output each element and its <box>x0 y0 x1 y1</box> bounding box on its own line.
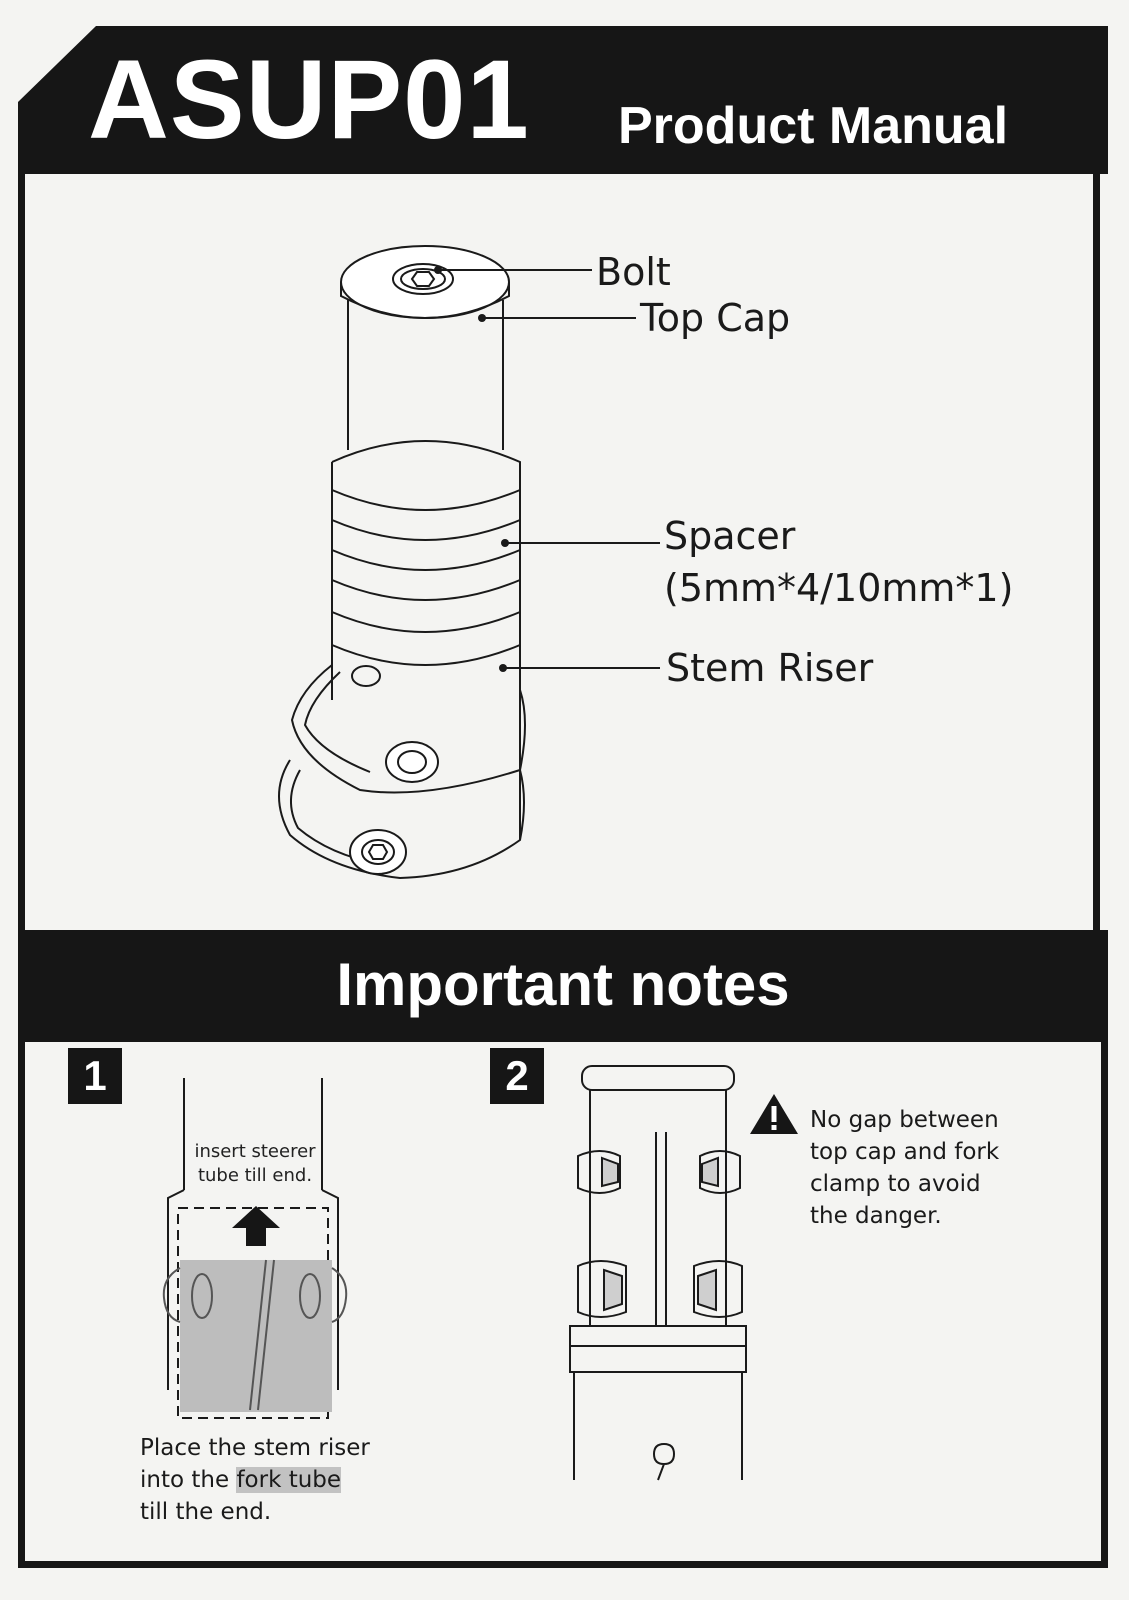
top-cap-rim <box>340 282 510 319</box>
model-number: ASUP01 <box>88 37 530 162</box>
bolt-head <box>392 263 454 295</box>
callout-spacer-spec: (5mm*4/10mm*1) <box>664 566 1014 610</box>
step-1-badge: 1 <box>68 1048 122 1104</box>
step-1-caption-line3: till the end. <box>140 1499 272 1525</box>
warning-triangle-icon <box>750 1094 798 1134</box>
callout-bolt: Bolt <box>596 250 671 294</box>
insert-arrow-icon <box>232 1206 280 1246</box>
important-notes-title: Important notes <box>336 951 790 1018</box>
warning-line-2: top cap and fork <box>810 1139 1000 1165</box>
step-2-top-cap <box>581 1065 735 1091</box>
step-1-diagram-label-line2: tube till end. <box>197 1165 313 1186</box>
step-1-diagram <box>162 1078 348 1419</box>
fork-tube-shading <box>180 1260 332 1412</box>
callout-stem-riser: Stem Riser <box>666 646 874 690</box>
bolt-hex <box>410 271 436 287</box>
important-notes-band: Important notes <box>18 930 1108 1042</box>
stem-riser-assembly-diagram <box>278 245 660 880</box>
step-1-caption-line1: Place the stem riser <box>140 1435 370 1461</box>
header-band <box>18 26 1108 174</box>
step-2-badge: 2 <box>490 1048 544 1104</box>
callout-spacer: Spacer <box>664 514 796 558</box>
step-1-caption-line2-pre: into the <box>140 1467 237 1493</box>
warning-line-3: clamp to avoid <box>810 1171 981 1197</box>
warning-line-4: the danger. <box>810 1203 942 1229</box>
step-1-caption-line2: into the fork tube <box>140 1464 342 1496</box>
notes-frame <box>18 1040 1108 1568</box>
step-1-diagram-label-line1: insert steerer <box>194 1141 316 1162</box>
callout-top-cap: Top Cap <box>640 296 791 340</box>
main-illustration-frame <box>18 172 1100 930</box>
warning-line-1: No gap between <box>810 1107 999 1133</box>
step-2-diagram <box>569 1065 747 1481</box>
fork-tube-highlight: fork tube <box>236 1467 342 1493</box>
header-title: Product Manual <box>618 97 1009 155</box>
